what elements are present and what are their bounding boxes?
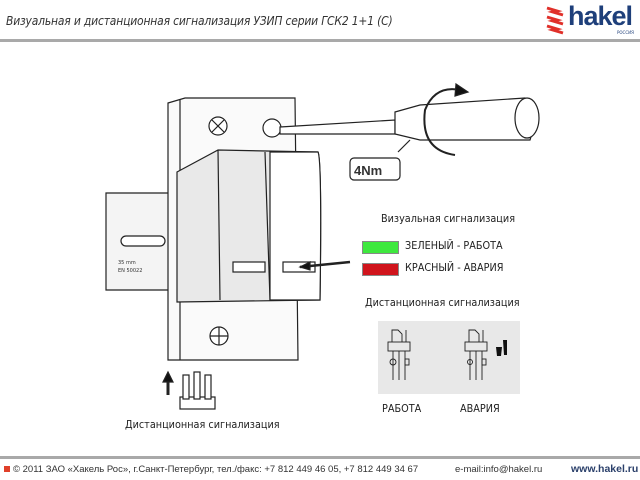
- state-label-work: РАБОТА: [382, 402, 422, 415]
- footer-email[interactable]: e-mail:info@hakel.ru: [455, 464, 543, 475]
- trash-person-icon: [496, 340, 507, 356]
- rail-label: 35 mm: [118, 260, 136, 266]
- lightning-icon: [546, 6, 564, 35]
- remote-signal-heading: Дистанционная сигнализация: [365, 296, 520, 309]
- rail-label: EN 50022: [118, 268, 142, 274]
- footer-divider: [0, 456, 640, 459]
- torque-badge: [349, 157, 401, 181]
- connector-caption: Дистанционная сигнализация: [125, 418, 280, 431]
- footer-copyright: © 2011 ЗАО «Хакель Рос», г.Санкт-Петербу…: [4, 464, 418, 475]
- footer-website-link[interactable]: www.hakel.ru: [571, 463, 639, 475]
- legend-swatch-green: [362, 241, 399, 254]
- state-label-alarm: АВАРИЯ: [460, 402, 500, 415]
- arrow-icon: [298, 261, 311, 271]
- hakel-logo: hakel РОССИЯ: [545, 1, 635, 36]
- spd-installation-diagram: 4Nm 35 mm EN 50022: [105, 82, 540, 410]
- page-title: Визуальная и дистанционная сигнализация …: [6, 13, 393, 28]
- screwdriver: [279, 119, 396, 135]
- bullet-icon: [4, 466, 10, 472]
- legend-swatch-red: [362, 263, 399, 276]
- copyright-text: © 2011 ЗАО «Хакель Рос», г.Санкт-Петербу…: [13, 464, 419, 475]
- screw-icon: [262, 118, 282, 138]
- legend-label: КРАСНЫЙ - АВАРИЯ: [405, 261, 504, 274]
- indicator-window: [232, 261, 266, 273]
- torque-label: 4Nm: [354, 163, 382, 178]
- rotation-arrow-icon: [423, 88, 461, 156]
- relay-contact-icon: [387, 329, 488, 380]
- logo-text: hakel: [568, 1, 633, 31]
- terminal-connector-icon: [179, 371, 216, 410]
- visual-signal-heading: Визуальная сигнализация: [381, 212, 516, 225]
- legend-label: ЗЕЛЕНЫЙ - РАБОТА: [405, 239, 503, 252]
- logo-sub: РОССИЯ: [617, 30, 634, 35]
- header-divider: [0, 39, 640, 42]
